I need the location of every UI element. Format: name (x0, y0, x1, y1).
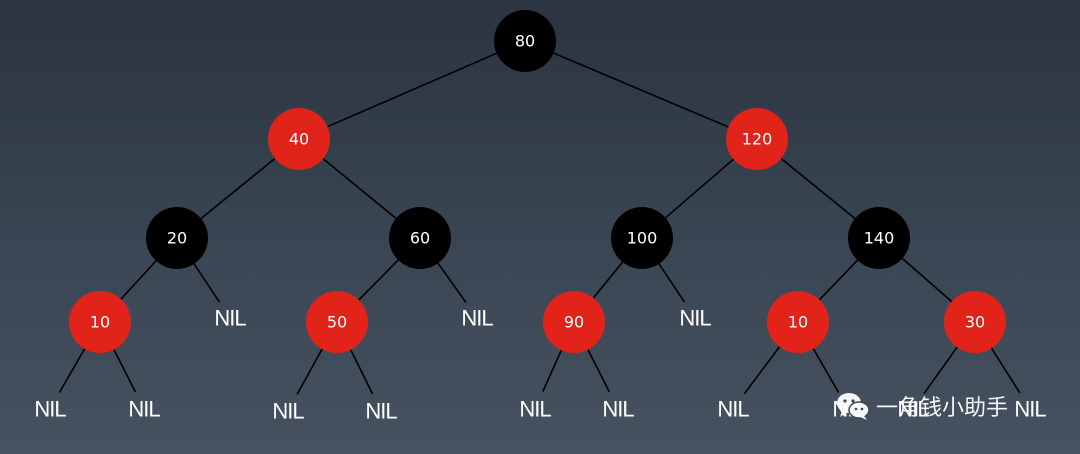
red-node-circle (944, 291, 1006, 353)
node-label: 30 (965, 313, 985, 332)
tree-edge (818, 259, 859, 301)
tree-edge (990, 346, 1021, 394)
tree-edge (296, 347, 324, 395)
tree-node-20: 20 (146, 207, 208, 269)
tree-node-100: 100 (611, 207, 673, 269)
nil-leaf-label: NIL (34, 397, 66, 422)
tree-node-120: 120 (726, 108, 788, 170)
node-label: 90 (564, 313, 584, 332)
tree-node-80: 80 (494, 10, 556, 72)
black-node-circle (389, 207, 451, 269)
nil-leaf-label: NIL (214, 306, 246, 331)
node-label: 140 (864, 229, 895, 248)
nil-leaf-label: NIL (365, 399, 397, 424)
red-node-circle (543, 291, 605, 353)
node-label: 100 (627, 229, 658, 248)
node-label: 120 (742, 130, 773, 149)
tree-edge (321, 157, 398, 220)
tree-edge (192, 262, 221, 303)
tree-node-10: 10 (69, 291, 131, 353)
red-node-circle (306, 291, 368, 353)
tree-edge (357, 258, 400, 302)
node-label: 80 (515, 32, 535, 51)
tree-edge (349, 348, 374, 395)
node-label: 40 (289, 130, 309, 149)
black-node-circle (494, 10, 556, 72)
tree-edge (923, 345, 959, 394)
tree-nodes: 80 40 120 20 60 100 140 10 50 90 10 30 (69, 10, 1006, 353)
tree-edge (812, 347, 840, 393)
black-node-circle (146, 207, 208, 269)
node-label: 60 (410, 229, 430, 248)
node-label: 10 (788, 313, 808, 332)
watermark-text: 一角钱小助手 (876, 396, 1009, 421)
tree-node-50: 50 (306, 291, 368, 353)
nil-leaf-label: NIL (897, 397, 929, 422)
tree-node-10: 10 (767, 291, 829, 353)
wechat-icon (837, 393, 870, 420)
tree-edge (743, 345, 781, 395)
tree-edge (901, 257, 953, 303)
tree-edge (542, 349, 563, 392)
tree-edge (592, 260, 624, 300)
red-node-circle (767, 291, 829, 353)
tree-edge (664, 157, 735, 220)
nil-leaf-label: NIL (128, 397, 160, 422)
black-node-circle (611, 207, 673, 269)
nil-leaf-label: NIL (272, 399, 304, 424)
node-label: 10 (90, 313, 110, 332)
tree-edges (58, 51, 1021, 395)
tree-edge (58, 347, 86, 393)
red-node-circle (268, 108, 330, 170)
nil-leaf-label: NIL (1014, 397, 1046, 422)
tree-edge (199, 157, 277, 220)
black-node-circle (848, 207, 910, 269)
tree-node-140: 140 (848, 207, 910, 269)
tree-edge (112, 348, 137, 393)
tree-edge (552, 51, 730, 129)
nil-leaf-label: NIL (679, 306, 711, 331)
tree-node-90: 90 (543, 291, 605, 353)
tree-node-40: 40 (268, 108, 330, 170)
tree-edge (119, 259, 158, 301)
red-node-circle (726, 108, 788, 170)
nil-leaf-label: NIL (602, 397, 634, 422)
tree-edge (779, 157, 857, 220)
tree-edge (436, 261, 467, 303)
node-label: 50 (327, 313, 347, 332)
nil-leaf-label: NIL (717, 397, 749, 422)
tree-node-60: 60 (389, 207, 451, 269)
watermark: 一角钱小助手 (836, 391, 1008, 421)
nil-leaf-label: NIL (519, 397, 551, 422)
tree-edge (657, 262, 686, 303)
tree-edge (586, 348, 611, 393)
node-label: 20 (167, 229, 187, 248)
tree-edge (326, 52, 498, 128)
red-node-circle (69, 291, 131, 353)
nil-leaf-label: NIL (461, 306, 493, 331)
tree-node-30: 30 (944, 291, 1006, 353)
